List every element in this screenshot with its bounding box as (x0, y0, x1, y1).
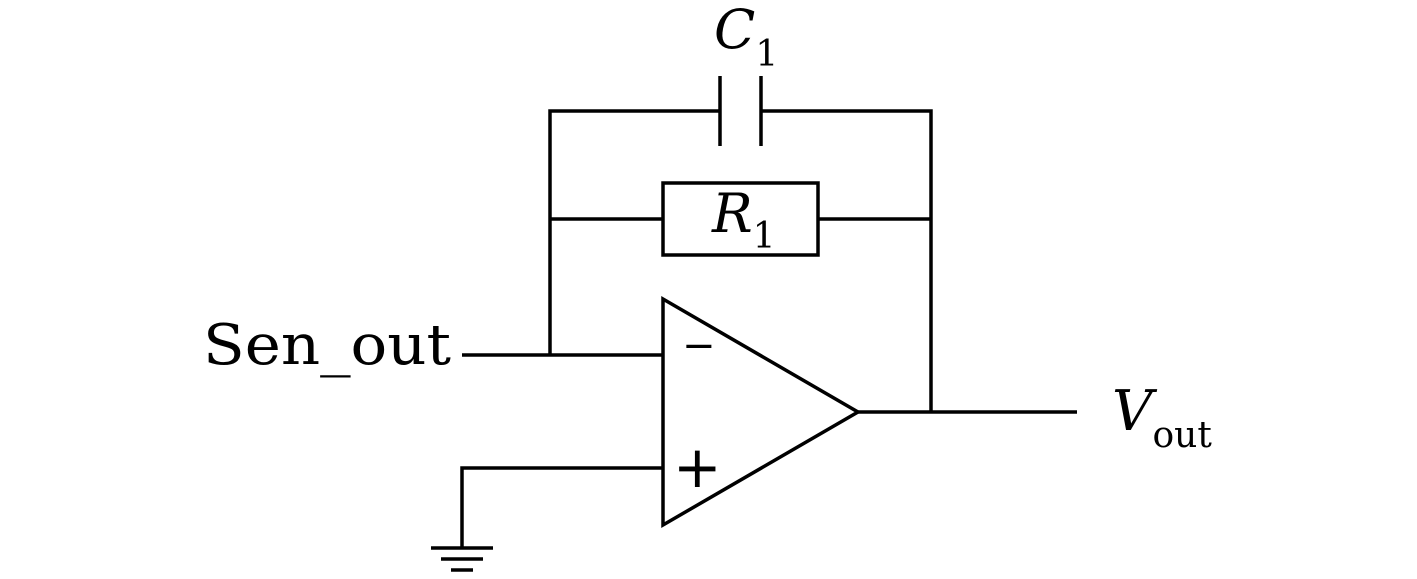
output-label-main: V (1112, 379, 1158, 444)
resistor-branch (550, 181, 931, 257)
resistor-label: R1 (711, 182, 776, 257)
capacitor-label: C1 (714, 0, 778, 75)
resistor-label-sub: 1 (753, 216, 776, 257)
capacitor-wire-right (761, 109, 933, 412)
opamp-noninverting-sign: + (673, 433, 722, 501)
capacitor-label-sub: 1 (755, 34, 778, 75)
resistor-label-main: R (711, 182, 753, 245)
ground-connection (431, 466, 663, 572)
opamp-triangle (661, 295, 862, 529)
capacitor-wire-left (548, 109, 720, 355)
opamp: − + (661, 295, 862, 529)
input-label: Sen_out (203, 313, 452, 378)
capacitor-branch (548, 76, 933, 412)
output-label: Vout (1112, 379, 1212, 456)
capacitor-label-main: C (714, 0, 755, 61)
ground-wire (460, 466, 663, 548)
output-label-sub: out (1152, 415, 1212, 456)
opamp-inverting-sign: − (682, 323, 716, 369)
